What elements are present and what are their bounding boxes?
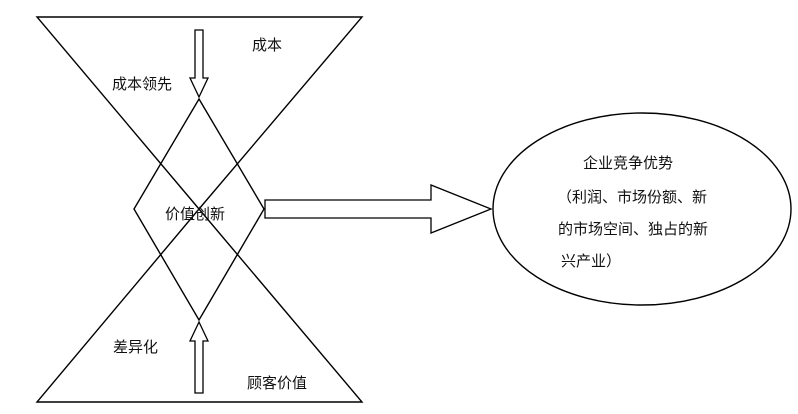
competitive-advantage-title: 企业竞争优势 [583,154,673,172]
competitive-advantage-line-2: 的市场空间、独占的新 [558,220,708,238]
cost-leadership-arrow [188,29,210,99]
value-innovation-diamond [133,97,265,322]
cost-leadership-label: 成本领先 [112,75,172,93]
value-innovation-label: 价值创新 [165,205,225,223]
cost-label: 成本 [252,36,282,54]
competitive-advantage-ellipse [492,112,792,306]
differentiation-label: 差异化 [113,338,158,356]
competitive-advantage-line-1: （利润、市场份额、新 [557,188,707,206]
customer-value-triangle [35,207,364,403]
right-arrow [264,184,493,234]
differentiation-arrow [188,320,210,394]
competitive-advantage-line-3: 兴产业） [561,252,621,270]
customer-value-label: 顾客价值 [247,374,307,392]
cost-triangle [35,16,364,211]
